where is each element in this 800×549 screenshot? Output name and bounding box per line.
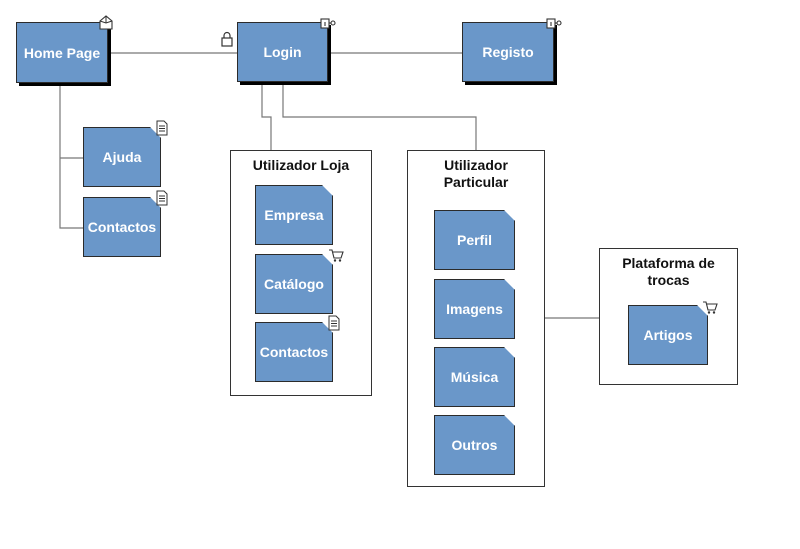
connector-login-loja (261, 82, 272, 150)
node-ajuda[interactable]: Ajuda (83, 127, 161, 187)
node-label: Artigos (643, 327, 693, 343)
group-title: Plataforma de trocas (622, 255, 715, 288)
group-title: Utilizador Loja (252, 157, 350, 173)
node-label: Outros (451, 437, 498, 453)
connector-login-particular (282, 82, 477, 150)
node-artigos[interactable]: Artigos (628, 305, 708, 365)
document-icon (156, 190, 168, 206)
document-icon (156, 120, 168, 136)
node-musica[interactable]: Música (434, 347, 515, 407)
node-label: Contactos (259, 344, 329, 360)
group-title: Utilizador Particular (443, 157, 509, 190)
node-label: Login (263, 44, 302, 60)
key-icon (320, 18, 336, 29)
node-contactos[interactable]: Contactos (83, 197, 161, 257)
node-label: Home Page (23, 44, 101, 61)
connector-home-contactos (59, 83, 83, 229)
node-label: Registo (482, 44, 534, 60)
key-icon (546, 18, 562, 29)
node-label: Imagens (446, 301, 503, 317)
home-icon (99, 15, 113, 30)
node-imagens[interactable]: Imagens (434, 279, 515, 339)
node-catalogo[interactable]: Catálogo (255, 254, 333, 314)
node-label: Catálogo (264, 276, 324, 292)
cart-icon (703, 301, 718, 314)
group-plataforma-trocas: Plataforma de trocas (599, 248, 738, 385)
node-label: Empresa (264, 207, 324, 223)
node-login[interactable]: Login (237, 22, 328, 82)
node-perfil[interactable]: Perfil (434, 210, 515, 270)
lock-icon (221, 31, 233, 47)
document-icon (328, 315, 340, 331)
node-label: Perfil (456, 232, 492, 248)
node-label: Ajuda (102, 149, 142, 165)
node-label: Contactos (87, 219, 157, 235)
node-loja-contactos[interactable]: Contactos (255, 322, 333, 382)
cart-icon (329, 249, 344, 262)
node-outros[interactable]: Outros (434, 415, 515, 475)
node-empresa[interactable]: Empresa (255, 185, 333, 245)
node-label: Música (450, 369, 499, 385)
node-home-page[interactable]: Home Page (16, 22, 108, 83)
node-registo[interactable]: Registo (462, 22, 554, 82)
